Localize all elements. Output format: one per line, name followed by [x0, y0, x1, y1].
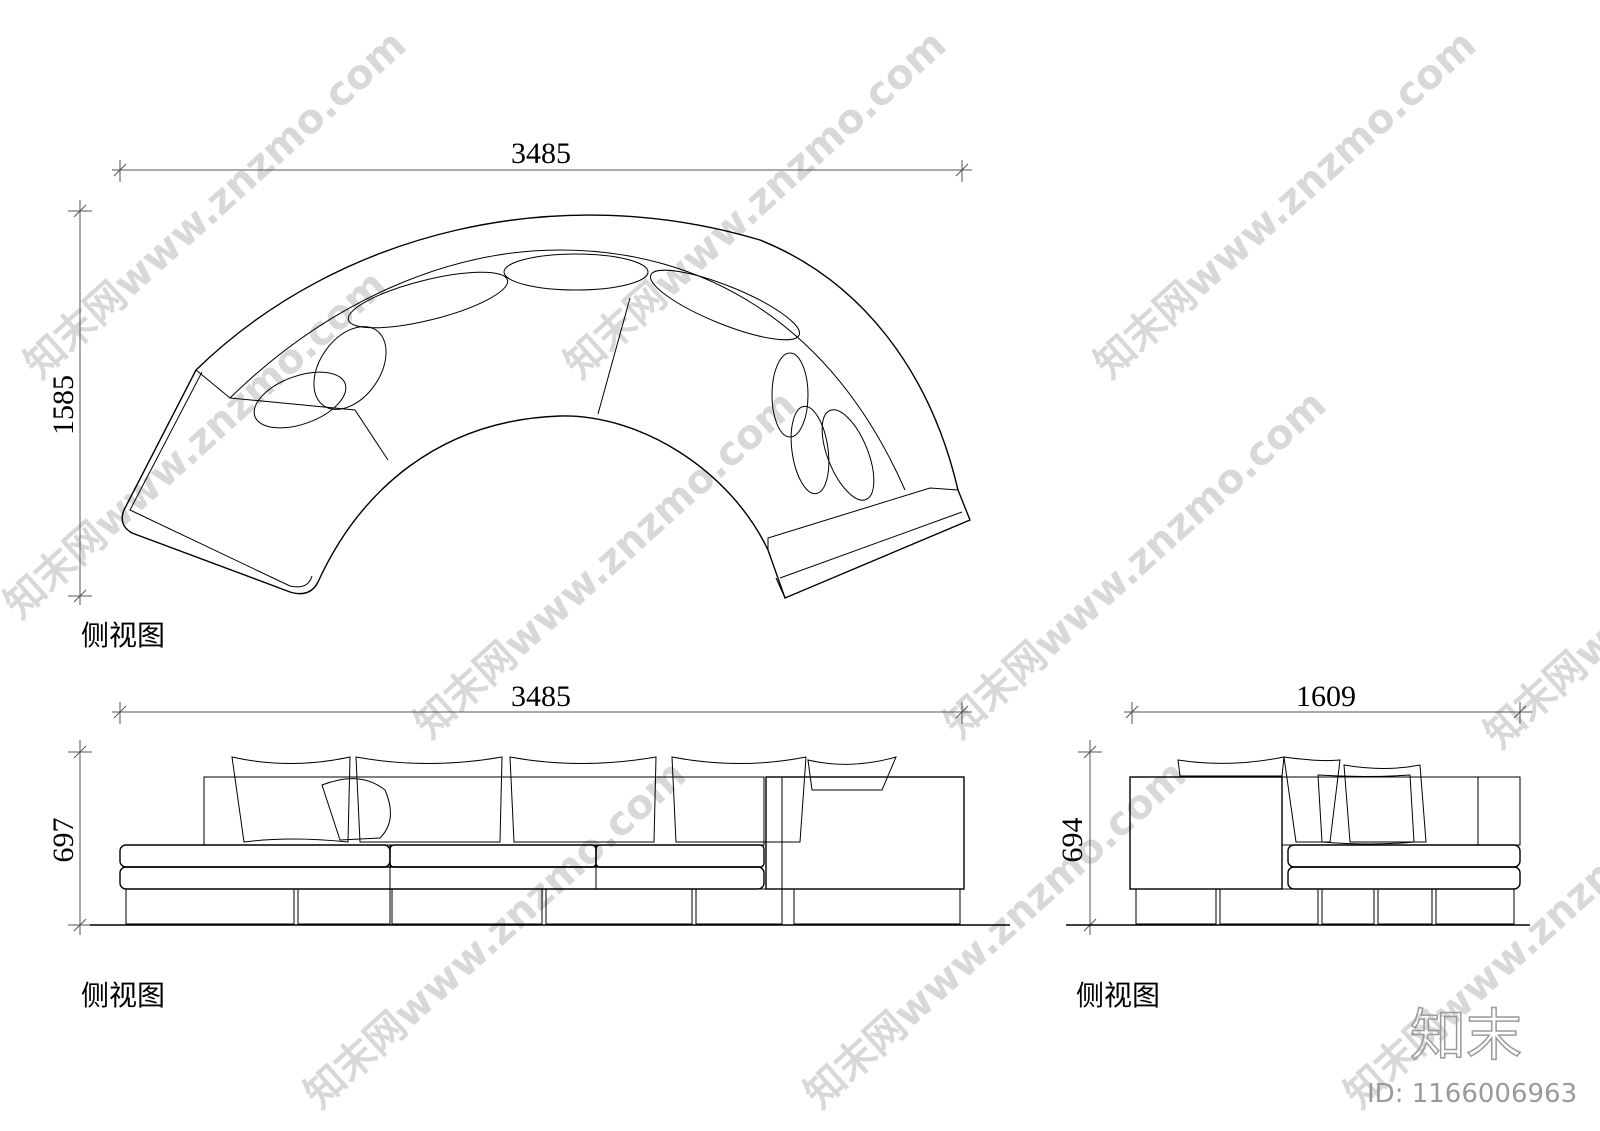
watermark-layer: 知末网www.znzmo.com 知末网www.znzmo.com 知末网www…	[0, 22, 1600, 1118]
front-height-dimension: 697	[47, 740, 92, 935]
watermark-text: 知末网www.znzmo.com	[296, 752, 695, 1118]
plan-depth-label: 1585	[47, 375, 80, 435]
front-view-caption: 侧视图	[81, 979, 165, 1012]
curved-sofa-plan	[121, 214, 971, 599]
plan-width-label: 3485	[511, 137, 571, 170]
watermark-text: 知末网www.znzmo.com	[796, 752, 1195, 1118]
watermark-text: 知末网www.znzmo.com	[406, 382, 805, 748]
watermark-text: 知末网www.znzmo.com	[16, 22, 415, 388]
side-view-caption: 侧视图	[1076, 979, 1160, 1012]
side-width-label: 1609	[1296, 680, 1356, 713]
plan-depth-dimension: 1585	[47, 200, 92, 605]
watermark-text: 知末网www.znzmo.com	[1086, 22, 1485, 388]
watermark-text: 知末网www.znzmo.com	[556, 22, 955, 388]
plan-width-dimension: 3485	[112, 137, 972, 182]
image-id-text: ID: 1166006963	[1367, 1079, 1577, 1109]
side-height-label: 694	[1056, 818, 1089, 863]
side-view: 1609 694 侧视图	[1056, 680, 1532, 1012]
sofa-side-elevation	[1066, 756, 1530, 926]
watermark-text: 知末网www.znzmo.com	[1476, 392, 1600, 758]
plan-view-caption: 侧视图	[81, 619, 165, 652]
front-view: 3485 697	[47, 680, 1010, 1012]
brand-logo: 知末	[1410, 1004, 1522, 1069]
front-width-label: 3485	[511, 680, 571, 713]
sofa-front-elevation	[90, 756, 1010, 926]
side-height-dimension: 694	[1056, 740, 1102, 935]
watermark-text: 知末网www.znzmo.com	[936, 382, 1335, 748]
side-width-dimension: 1609	[1124, 680, 1532, 724]
plan-view: 3485 1585	[47, 137, 972, 652]
front-width-dimension: 3485	[112, 680, 972, 724]
front-height-label: 697	[47, 818, 80, 863]
